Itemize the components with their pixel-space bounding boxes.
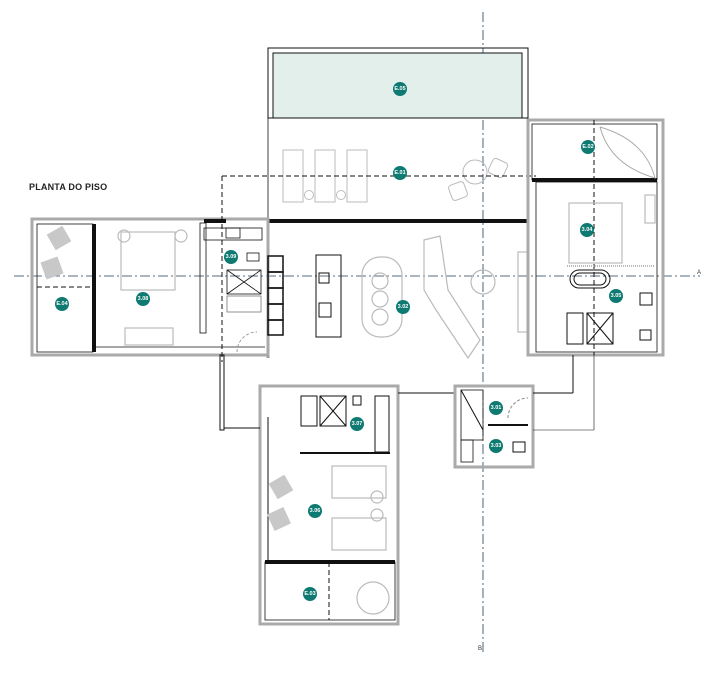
storage-units [267,255,284,336]
lower-bedroom-block [219,354,456,626]
bath-3-09 [203,227,263,353]
section-marker-a: A [697,270,702,276]
room-tag-3-03: 3.03 [489,439,503,453]
beds-3-06 [331,465,390,615]
right-bedroom-block [526,118,665,357]
room-tag-3-09: 3.09 [224,250,238,264]
room-tag-3-05: 3.05 [609,289,623,303]
chairs-e04 [40,225,72,280]
bed-3-08 [117,229,188,346]
chairs-3-06 [267,474,294,531]
room-tag-E-01: E.01 [393,166,407,180]
room-tag-3-04: 3.04 [580,223,594,237]
section-marker-b: B [478,646,483,652]
living-walls [266,220,530,358]
bed-3-04 [567,194,656,267]
room-tag-3-01: 3.01 [489,401,503,415]
sofa [423,235,529,360]
room-tag-3-07: 3.07 [350,417,364,431]
bath-3-05 [566,269,653,345]
entry-wc-block [453,355,595,469]
kitchen-island [315,254,342,338]
bath-3-07 [300,395,390,453]
room-tag-E-03: E.03 [303,587,317,601]
room-tag-E-04: E.04 [55,297,69,311]
room-tag-E-02: E.02 [581,140,595,154]
room-tag-3-06: 3.06 [308,504,322,518]
room-tag-3-02: 3.02 [396,300,410,314]
room-tag-E-05: E.05 [393,82,407,96]
dining-table [361,256,403,338]
room-tag-3-08: 3.08 [136,292,150,306]
axis-lines [14,12,700,652]
drawing-title: PLANTA DO PISO [29,182,108,192]
